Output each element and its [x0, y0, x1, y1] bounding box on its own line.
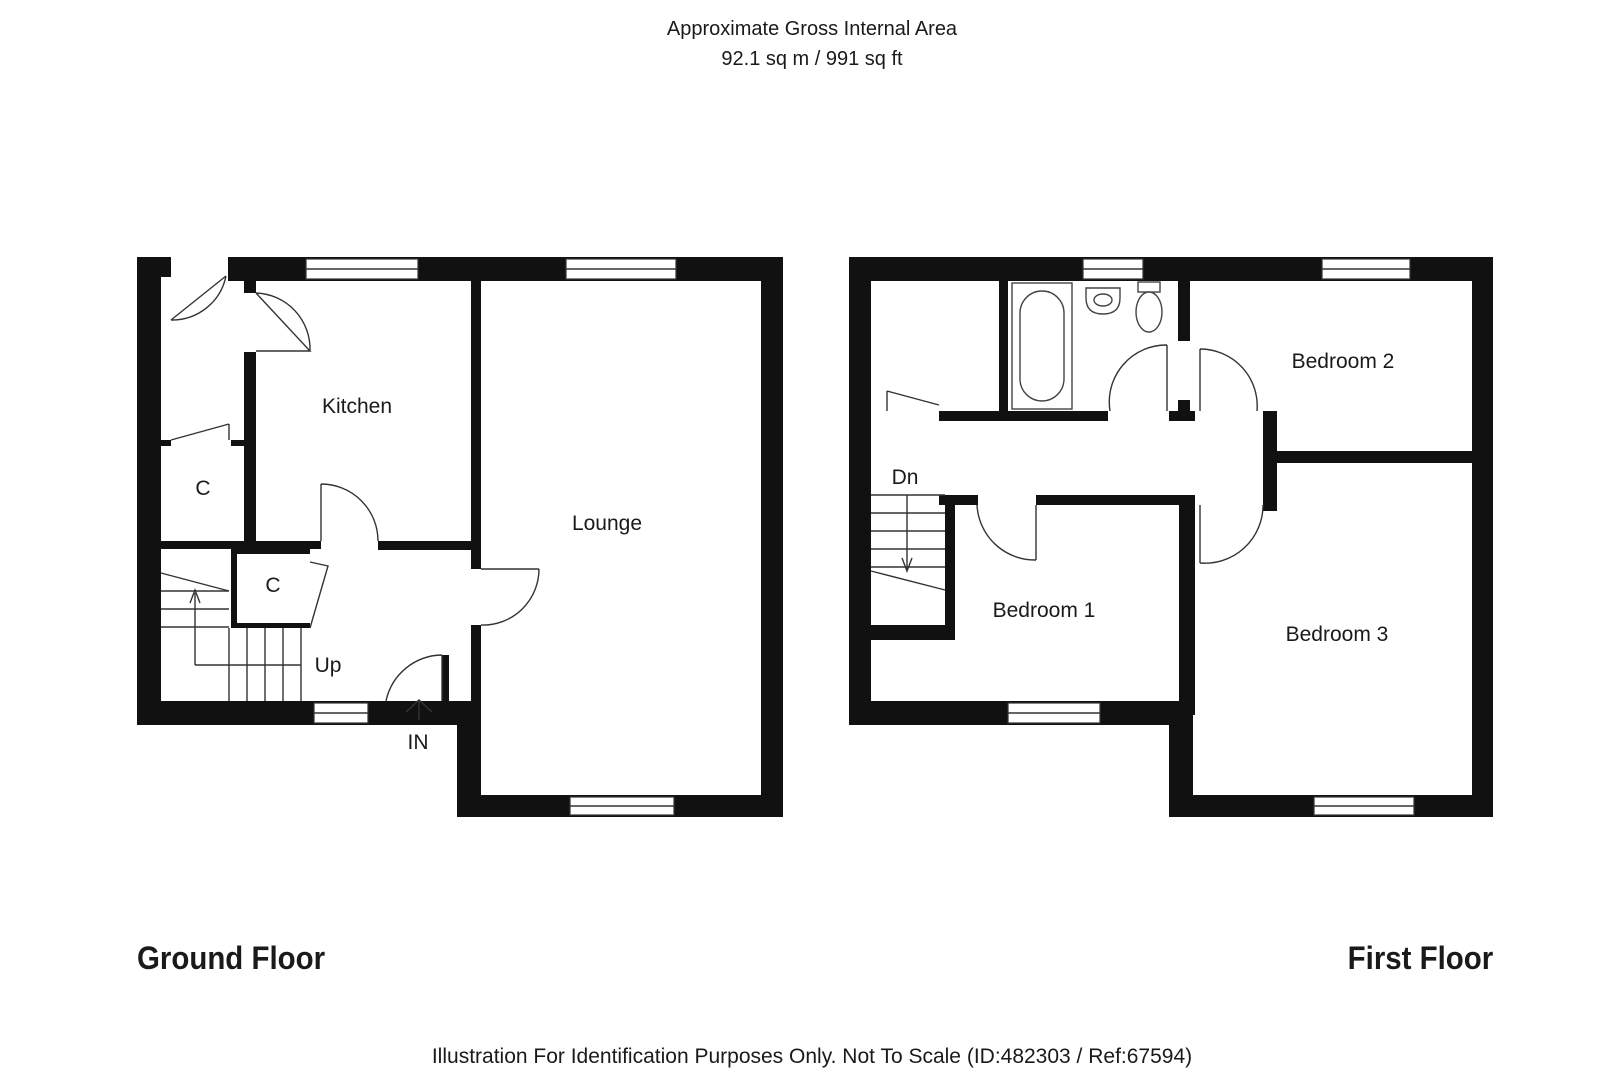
first-floor-title: First Floor: [1347, 940, 1493, 976]
wall: [939, 495, 978, 505]
wall: [137, 701, 477, 725]
wall: [871, 625, 955, 640]
wall: [137, 257, 161, 725]
room-label-kitchen: Kitchen: [322, 395, 392, 418]
wall: [442, 655, 449, 703]
room-label-bedroom-1: Bedroom 1: [993, 599, 1096, 622]
wall: [471, 625, 481, 705]
door-swing: [1199, 348, 1258, 412]
wall: [244, 279, 256, 293]
bathroom-fixtures: [1011, 281, 1163, 410]
entrance-label: IN: [408, 731, 429, 754]
wall: [849, 257, 871, 725]
wall: [231, 549, 310, 554]
entrance-arrow-icon: [405, 699, 433, 720]
room-label-bedroom-3: Bedroom 3: [1286, 623, 1389, 646]
door-swing: [976, 504, 1037, 561]
toilet-icon: [1137, 281, 1161, 293]
wall: [999, 279, 1008, 414]
door-swing: [170, 275, 227, 321]
room-label-lounge: Lounge: [572, 512, 642, 535]
stairs-label-up: Up: [315, 654, 342, 677]
staircase: [160, 572, 302, 701]
staircase: [870, 494, 946, 591]
disclaimer: Illustration For Identification Purposes…: [431, 1045, 1193, 1068]
wall: [761, 257, 783, 817]
door-swing: [1199, 504, 1264, 564]
wall: [161, 440, 171, 446]
wall: [244, 352, 256, 544]
door-swing: [385, 654, 443, 702]
wall: [1179, 495, 1195, 715]
wall: [1036, 495, 1195, 505]
wall: [1263, 451, 1482, 463]
stairs-label-down: Dn: [892, 466, 919, 489]
wall: [378, 541, 481, 550]
area-title: Approximate Gross Internal Area: [666, 18, 958, 40]
wall: [228, 257, 238, 281]
ground-floor-title: Ground Floor: [137, 940, 326, 976]
room-label-bedroom-2: Bedroom 2: [1292, 350, 1395, 373]
wall: [1472, 257, 1493, 817]
wall: [161, 541, 321, 549]
wall: [231, 549, 237, 628]
area-value: 92.1 sq m / 991 sq ft: [721, 48, 903, 70]
room-label-cupboard: C: [195, 477, 210, 500]
wall: [945, 495, 955, 640]
ground-floor-plan: Kitchen Lounge C C Up IN: [137, 257, 783, 817]
door-swing: [255, 292, 312, 352]
door-swing: [309, 561, 329, 629]
wall: [939, 411, 1108, 421]
door-swing: [886, 390, 940, 411]
first-floor-plan: Bedroom 2 Bedroom 1 Bedroom 3 Dn: [849, 257, 1493, 817]
door-swing: [170, 423, 230, 441]
wall: [1178, 400, 1190, 420]
wall: [231, 440, 244, 446]
door-swing: [1108, 344, 1168, 412]
wall: [471, 279, 481, 569]
room-label-cupboard: C: [265, 574, 280, 597]
wall: [1178, 279, 1190, 341]
door-swing: [480, 568, 540, 626]
door-swing: [320, 483, 379, 542]
wall: [231, 623, 310, 628]
